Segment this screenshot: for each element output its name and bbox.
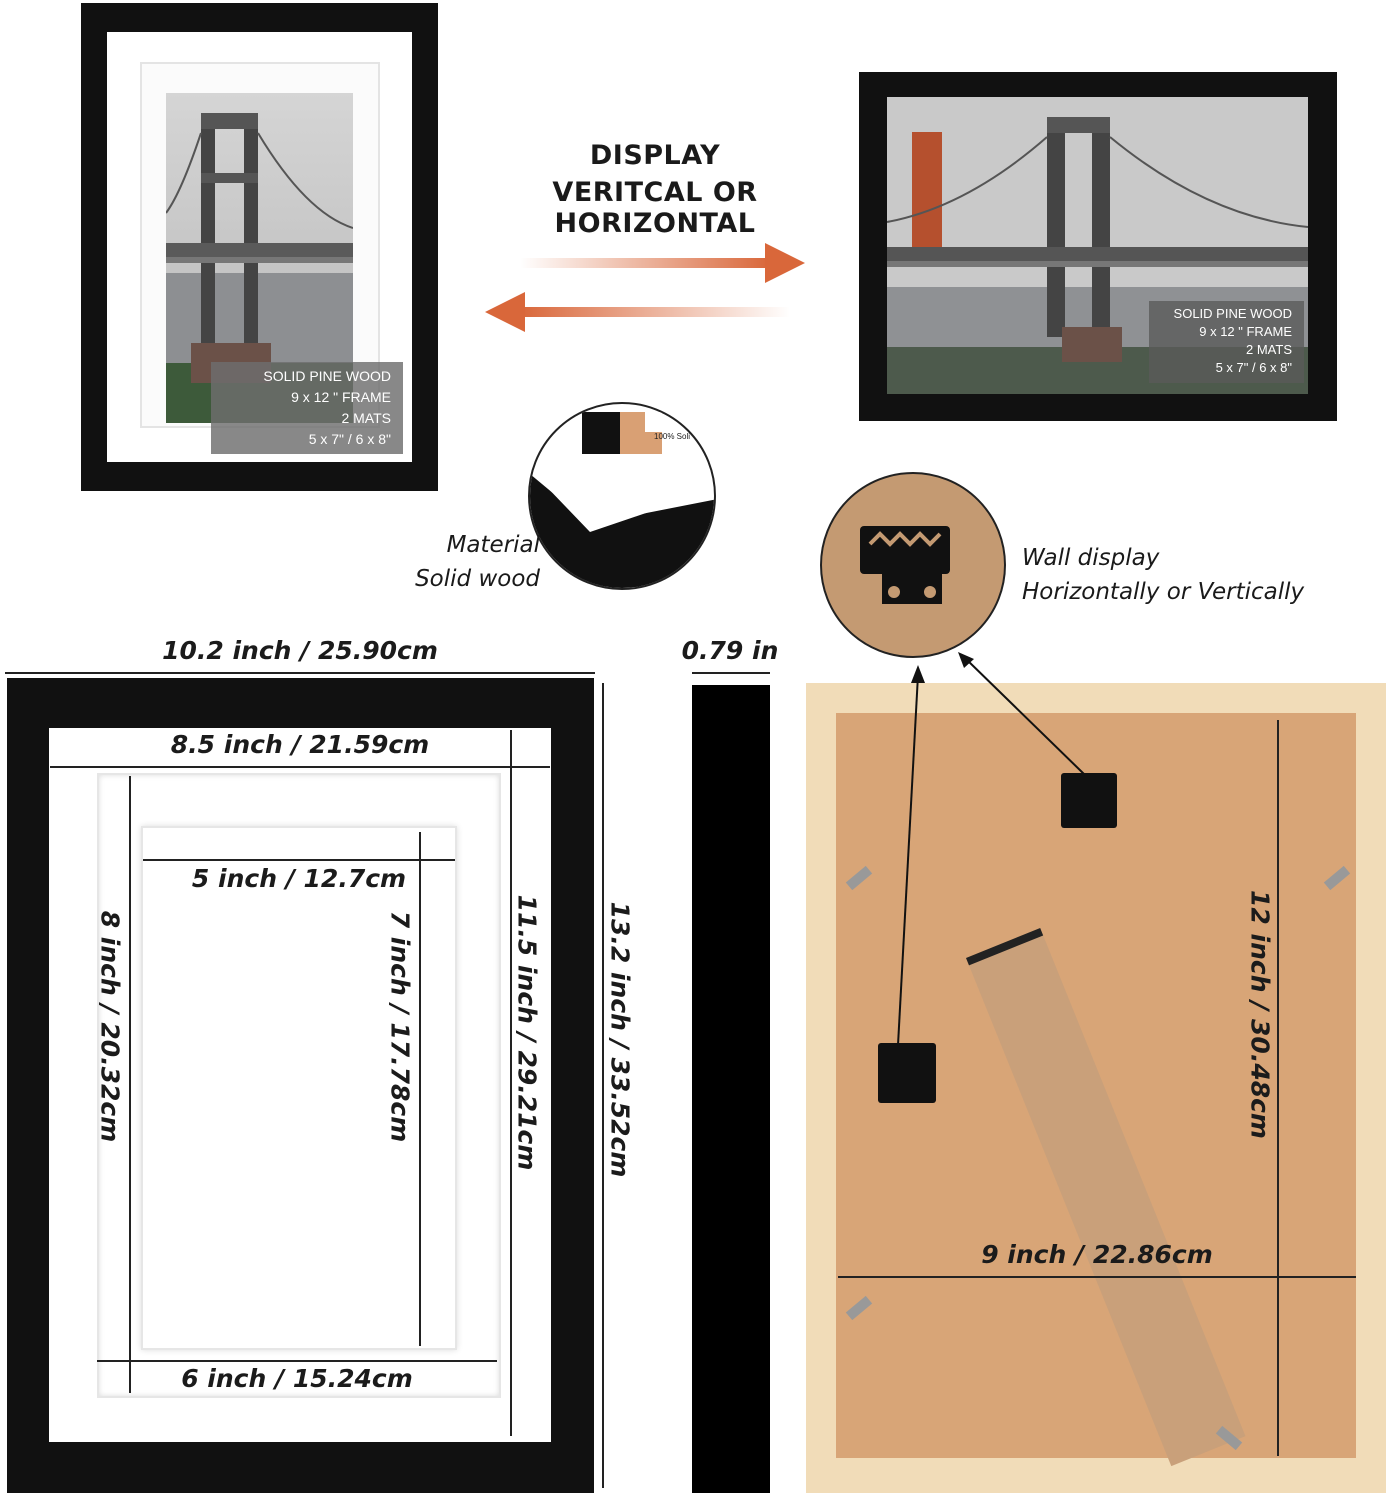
info-line-size: 9 x 12 " FRAME bbox=[291, 389, 391, 405]
turn-clip-icon bbox=[1323, 865, 1351, 891]
outer-mat: SOLID PINE WOOD 9 x 12 " FRAME 2 MATS 5 … bbox=[107, 32, 412, 462]
dim-mat-width: 8.5 inch / 21.59cm bbox=[170, 730, 430, 759]
info-line-openings: 5 x 7" / 6 x 8" bbox=[1215, 360, 1292, 375]
hanger-pointer-arrows bbox=[897, 652, 1086, 1046]
dim-mat-height: 11.5 inch / 29.21cm bbox=[512, 894, 542, 1171]
material-caption-line2: Solid wood bbox=[415, 566, 540, 592]
dim-outer-width: 10.2 inch / 25.90cm bbox=[162, 636, 438, 665]
back-frame bbox=[806, 683, 1386, 1493]
material-caption: Material Solid wood bbox=[370, 528, 540, 596]
bridge-photo-horizontal bbox=[887, 97, 1308, 394]
backing-board bbox=[836, 713, 1356, 1467]
dim-small-height: 7 inch / 17.78cm bbox=[385, 910, 415, 1143]
info-line-material: SOLID PINE WOOD bbox=[1173, 306, 1292, 321]
dim-line-back-height bbox=[1277, 720, 1279, 1456]
frame-info-box-vertical: SOLID PINE WOOD 9 x 12 " FRAME 2 MATS 5 … bbox=[211, 362, 403, 454]
dim-large-height: 8 inch / 20.32cm bbox=[95, 910, 125, 1143]
vertical-frame: SOLID PINE WOOD 9 x 12 " FRAME 2 MATS 5 … bbox=[81, 3, 438, 491]
dim-line-small-height bbox=[419, 832, 421, 1346]
headline-line2: VERITCAL OR HORIZONTAL bbox=[552, 177, 758, 239]
wall-caption: Wall display Horizontally or Vertically bbox=[1022, 541, 1382, 609]
frame-info-box-horizontal: SOLID PINE WOOD 9 x 12 " FRAME 2 MATS 5 … bbox=[1149, 301, 1304, 383]
dim-line-outer-width bbox=[5, 672, 595, 674]
dim-outer-height: 13.2 inch / 33.52cm bbox=[605, 901, 635, 1178]
small-opening bbox=[141, 826, 457, 1350]
sawtooth-hanger-top-icon bbox=[1061, 773, 1117, 828]
dim-small-width: 5 inch / 12.7cm bbox=[191, 864, 407, 893]
pointer-arrow-icon bbox=[958, 652, 1086, 776]
display-headline: DISPLAY VERITCAL OR HORIZONTAL bbox=[455, 140, 855, 239]
horizontal-frame: SOLID PINE WOOD 9 x 12 " FRAME 2 MATS 5 … bbox=[859, 72, 1337, 421]
dim-line-back-width bbox=[838, 1276, 1356, 1278]
pointer-arrow-icon bbox=[897, 665, 925, 1046]
wall-caption-line1: Wall display bbox=[1022, 545, 1160, 571]
dim-line-outer-height bbox=[602, 683, 604, 1488]
large-opening bbox=[97, 773, 501, 1398]
arrow-left-icon bbox=[485, 292, 790, 332]
material-caption-line1: Material bbox=[446, 532, 540, 558]
dim-back-height: 12 inch / 30.48cm bbox=[1245, 890, 1275, 1139]
info-line-size: 9 x 12 " FRAME bbox=[1199, 324, 1292, 339]
dim-line-small-width bbox=[143, 859, 455, 861]
headline-line1: DISPLAY bbox=[589, 140, 721, 171]
info-line-openings: 5 x 7" / 6 x 8" bbox=[308, 431, 391, 447]
dim-large-width: 6 inch / 15.24cm bbox=[181, 1364, 413, 1393]
dim-depth: 0.79 in bbox=[681, 636, 779, 665]
arrow-right-icon bbox=[520, 243, 805, 283]
sawtooth-hanger-icon bbox=[860, 526, 950, 604]
turn-clip-icon bbox=[845, 865, 873, 891]
dim-line-large-width bbox=[97, 1360, 497, 1362]
info-line-material: SOLID PINE WOOD bbox=[263, 368, 391, 384]
info-line-mats: 2 MATS bbox=[341, 410, 391, 426]
hanger-detail-circle bbox=[820, 472, 1006, 658]
sawtooth-hanger-side-icon bbox=[878, 1043, 936, 1103]
material-detail-circle: 100% Soli bbox=[528, 402, 716, 590]
wall-caption-line2: Horizontally or Vertically bbox=[1022, 579, 1305, 605]
front-frame bbox=[7, 678, 594, 1493]
frame-depth-profile bbox=[692, 685, 770, 1493]
dim-line-mat-width bbox=[50, 766, 550, 768]
orientation-arrows bbox=[485, 243, 805, 332]
dim-line-large-height bbox=[129, 776, 131, 1393]
dim-line-mat-height bbox=[510, 730, 512, 1436]
dim-back-width: 9 inch / 22.86cm bbox=[981, 1240, 1213, 1269]
front-mat bbox=[49, 728, 551, 1442]
turn-clip-icon bbox=[845, 1295, 873, 1321]
material-sample-label: 100% Soli bbox=[654, 432, 690, 441]
dim-line-depth bbox=[692, 672, 770, 674]
info-line-mats: 2 MATS bbox=[1246, 342, 1292, 357]
